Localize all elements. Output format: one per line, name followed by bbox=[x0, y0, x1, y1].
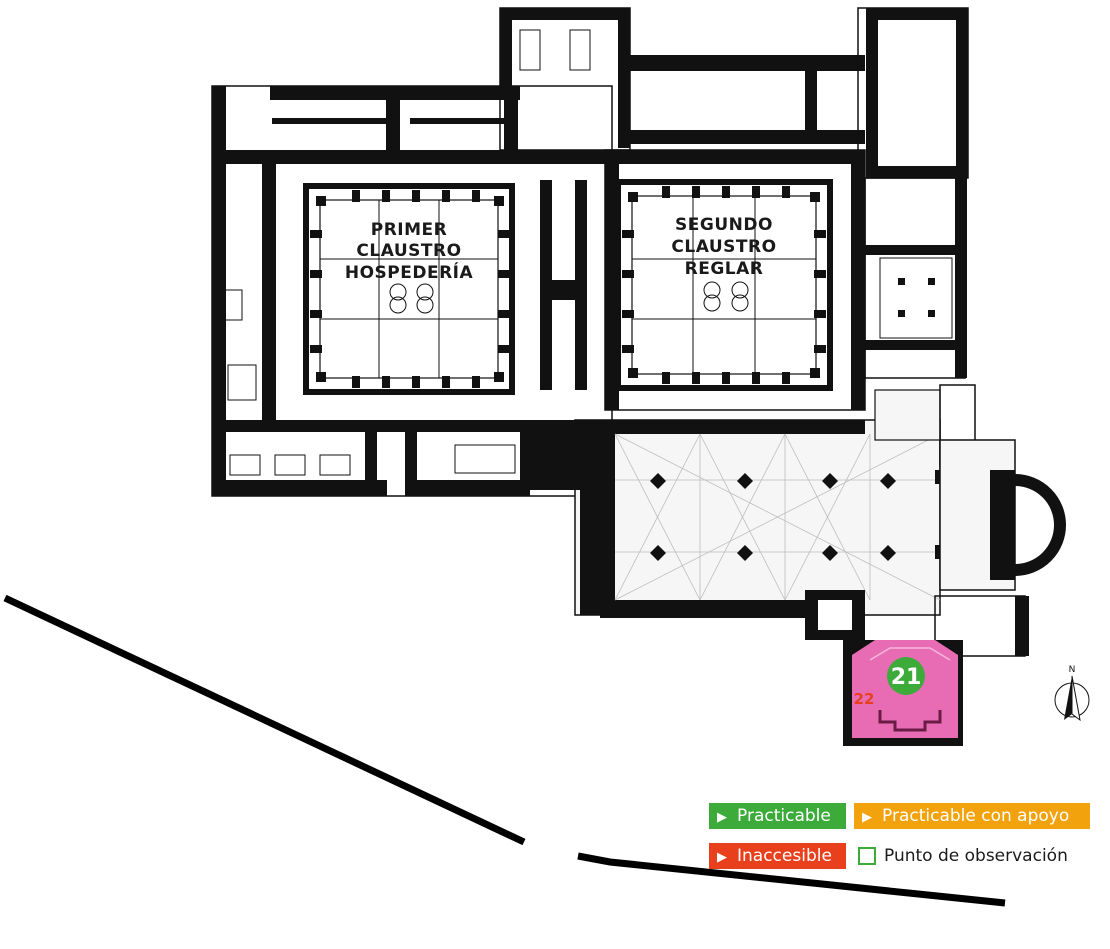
legend-apoyo-label: Practicable con apoyo bbox=[882, 806, 1070, 826]
legend-inaccesible: ▶ Inaccesible bbox=[709, 843, 846, 869]
room-label-segundo-claustro-line3: REGLAR bbox=[685, 259, 764, 279]
observation-point-21-marker[interactable] bbox=[887, 657, 925, 695]
legend-practicable-label: Practicable bbox=[737, 806, 831, 826]
legend-practicable-con-apoyo: ▶ Practicable con apoyo bbox=[854, 803, 1090, 829]
right-triangle-icon: ▶ bbox=[717, 810, 727, 825]
room-label-primer-claustro-line2: CLAUSTRO bbox=[356, 241, 461, 261]
north-arrow-icon: N bbox=[1054, 665, 1090, 722]
east-chapter-room bbox=[864, 177, 967, 379]
west-building bbox=[211, 85, 613, 497]
observation-point-21-number: 21 bbox=[891, 665, 922, 690]
room-label-segundo-claustro-line2: CLAUSTRO bbox=[671, 237, 776, 257]
segundo-claustro bbox=[604, 149, 866, 411]
legend-punto-observacion: Punto de observación bbox=[858, 843, 1068, 869]
central-corridor bbox=[540, 180, 587, 390]
room-label-primer-claustro-line3: HOSPEDERÍA bbox=[345, 261, 474, 283]
room-label-primer-claustro-line1: PRIMER bbox=[371, 220, 448, 240]
legend-observacion-label: Punto de observación bbox=[884, 846, 1068, 866]
legend-inaccesible-label: Inaccesible bbox=[737, 846, 832, 866]
primer-claustro bbox=[303, 183, 515, 395]
north-building bbox=[499, 7, 969, 179]
right-triangle-icon: ▶ bbox=[862, 810, 872, 825]
secondary-point-22-number: 22 bbox=[854, 690, 875, 708]
church bbox=[530, 384, 1066, 657]
right-triangle-icon: ▶ bbox=[717, 850, 727, 865]
road-line-west bbox=[3, 594, 526, 846]
road-line-south bbox=[577, 852, 1006, 907]
square-outline-icon bbox=[858, 847, 876, 865]
legend-practicable: ▶ Practicable bbox=[709, 803, 846, 829]
north-label: N bbox=[1069, 665, 1076, 675]
highlighted-chapel: 21 22 bbox=[843, 640, 963, 746]
room-label-segundo-claustro-line1: SEGUNDO bbox=[675, 215, 773, 235]
